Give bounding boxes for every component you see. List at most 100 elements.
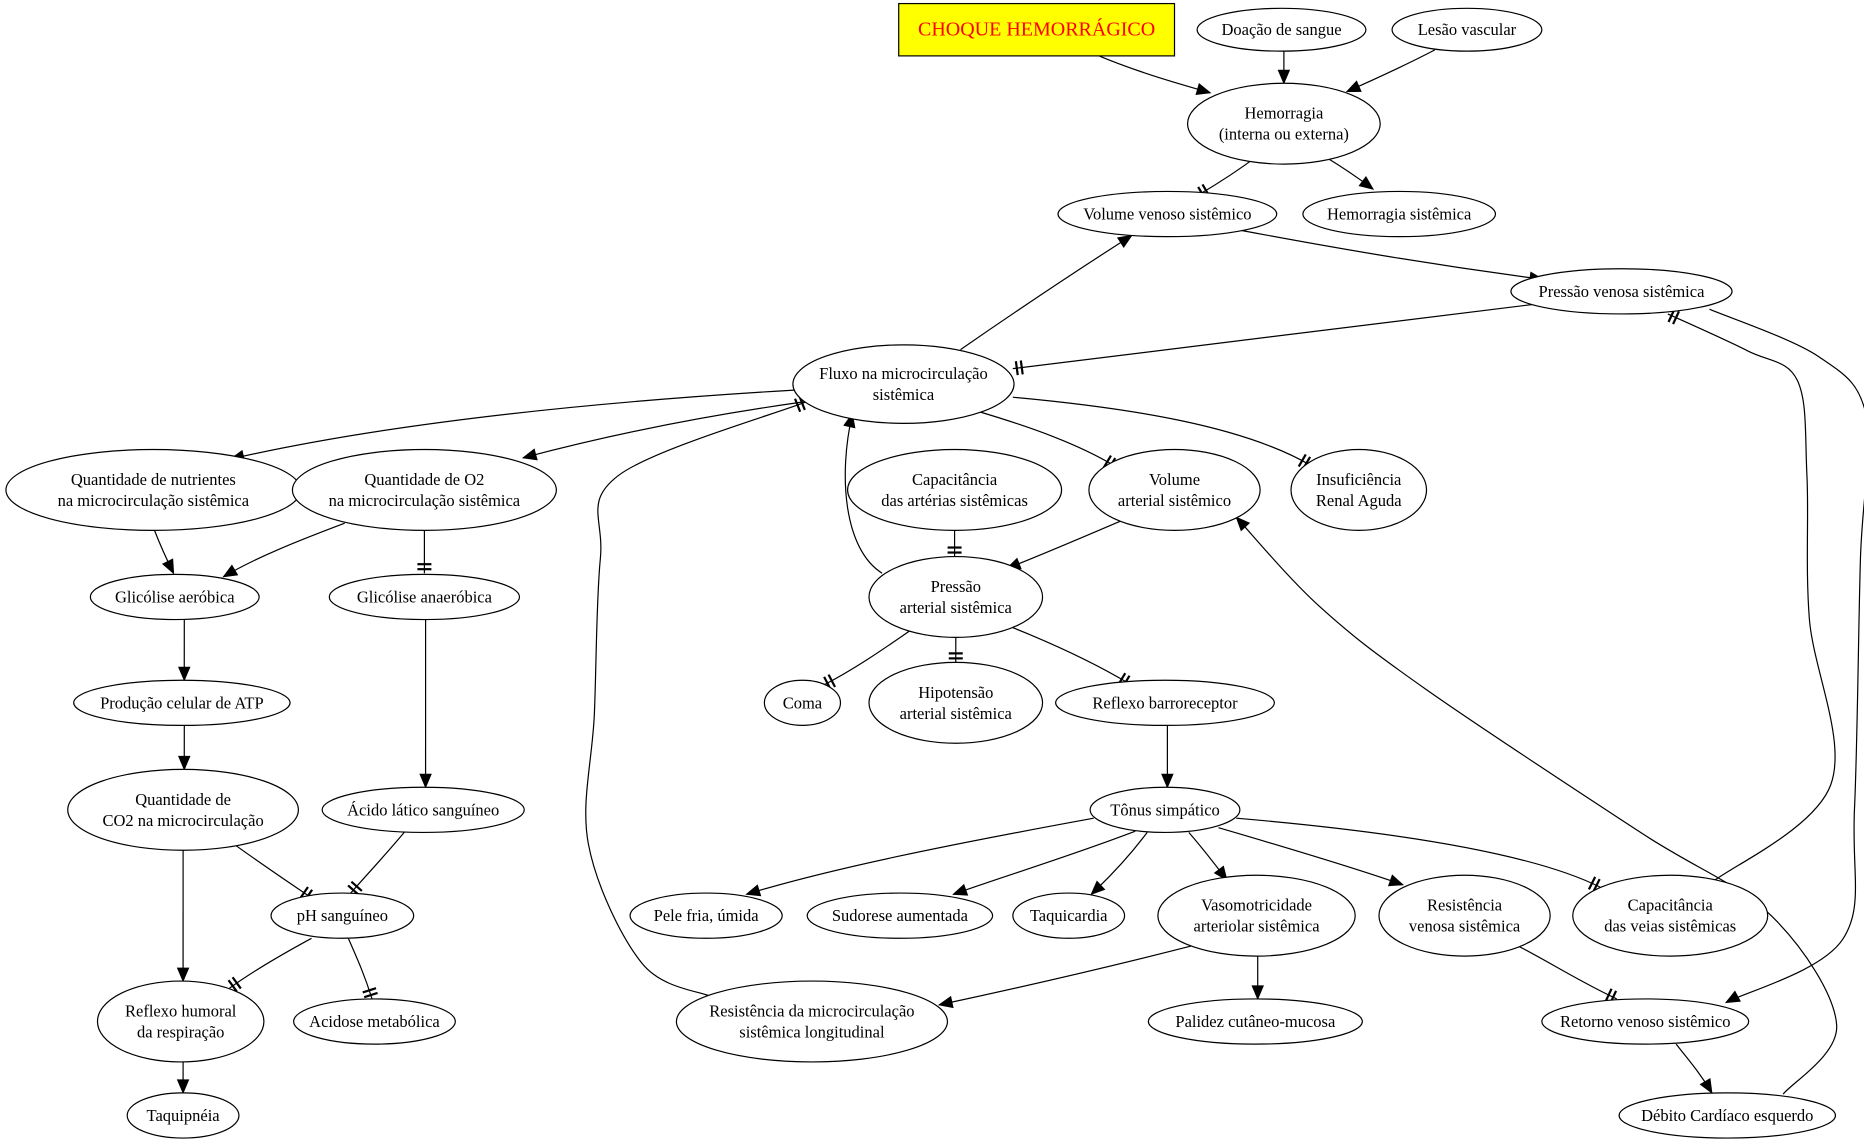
edge-res_venosa-to-retorno <box>1519 946 1618 1005</box>
edge-tonus-to-cap_veias <box>1236 817 1601 893</box>
edge-fluxo-to-o2 <box>521 401 804 461</box>
arrowhead-marker <box>1235 516 1251 532</box>
edge-cap_art-to-press_art <box>947 530 962 557</box>
node-ellipse <box>5 448 302 531</box>
node-label: Hipotensão <box>918 683 993 702</box>
edge-hemorragia-to-hem_sist <box>1325 156 1375 190</box>
node-label: Vasomotricidade <box>1201 896 1312 915</box>
edge-line <box>585 401 807 998</box>
node-label: Insuficiência <box>1316 470 1402 489</box>
node-label: arteriolar sistêmica <box>1194 917 1321 936</box>
edge-glic_anaer-to-lactico <box>419 619 432 789</box>
edge-nutrientes-to-glic_aer <box>153 530 175 575</box>
node-atp: Produção celular de ATP <box>73 679 291 727</box>
node-label: Glicólise aeróbica <box>115 587 235 606</box>
node-label: Pele fria, úmida <box>654 906 760 925</box>
inhibition-bar-marker <box>231 976 242 990</box>
arrowhead-marker <box>1213 865 1228 882</box>
inhibition-bar-marker <box>1604 988 1613 1002</box>
edge-line <box>1010 626 1130 685</box>
node-label: Volume <box>1149 470 1200 489</box>
node-label: venosa sistêmica <box>1409 917 1521 936</box>
edge-line <box>1236 228 1544 281</box>
node-label: Reflexo barroreceptor <box>1092 693 1238 712</box>
arrowhead-marker <box>176 967 190 983</box>
arrowhead-marker <box>178 755 191 771</box>
inhibition-bar-marker <box>362 987 377 994</box>
node-ph: pH sanguíneo <box>270 892 415 939</box>
node-hemorragia: Hemorragia(interna ou externa) <box>1186 82 1381 165</box>
node-lesao: Lesão vascular <box>1391 7 1543 52</box>
node-ellipse <box>67 768 299 851</box>
node-label: Resistência da microcirculação <box>709 1002 914 1021</box>
edge-line <box>953 830 1136 895</box>
arrowhead-marker <box>419 773 432 789</box>
edge-retorno-to-debito <box>1675 1043 1713 1094</box>
node-label: na microcirculação sistêmica <box>58 491 250 510</box>
node-label: Quantidade de nutrientes <box>71 470 236 489</box>
node-ellipse <box>270 892 415 939</box>
edge-line <box>1709 308 1864 1004</box>
arrowhead-marker <box>1699 1078 1713 1094</box>
node-ellipse <box>763 679 842 727</box>
node-vol-art: Volume arterial sistêmico <box>1088 448 1261 531</box>
arrowhead-marker <box>222 564 239 578</box>
inhibition-bar-marker <box>794 398 802 413</box>
node-acidose: Acidose metabólica <box>293 998 456 1045</box>
arrowhead-marker <box>521 448 538 461</box>
edge-lactico-to-ph <box>347 832 405 896</box>
node-ellipse <box>806 892 994 939</box>
edge-tonus-to-res_venosa <box>1218 827 1404 887</box>
node-taquipneia: Taquipnéia <box>126 1092 240 1139</box>
edge-barorreflexo-to-tonus <box>1161 725 1174 789</box>
arrowhead-marker <box>1724 990 1741 1004</box>
node-label: Renal Aguda <box>1316 491 1402 510</box>
node-label: Capacitância <box>912 470 998 489</box>
edge-press_venosa-to-retorno <box>1709 308 1864 1004</box>
node-label: Tônus simpático <box>1110 800 1220 819</box>
edge-line <box>1218 827 1403 886</box>
edge-press_art-to-barorreflexo <box>1010 626 1131 689</box>
edge-line <box>960 234 1133 351</box>
node-label: Quantidade de O2 <box>364 470 484 489</box>
node-ellipse <box>1618 1092 1837 1139</box>
edge-vasomotric-to-palidez <box>1251 956 1264 1001</box>
edge-cap_veias-to-press_venosa <box>1667 308 1836 883</box>
node-ellipse <box>1088 448 1261 531</box>
node-doacao: Doação de sangue <box>1196 7 1367 52</box>
node-ellipse <box>1302 190 1497 238</box>
node-label: Ácido lático sanguíneo <box>347 800 499 819</box>
inhibition-bar-marker <box>1587 876 1597 890</box>
inhibition-bar-marker <box>1019 360 1024 375</box>
node-label: arterial sistêmico <box>1118 491 1231 510</box>
inhibition-bar-marker <box>1672 310 1680 325</box>
edge-press_art-to-hipotensao <box>948 637 963 663</box>
arrowhead-marker <box>1195 83 1212 96</box>
edge-doacao-to-hemorragia <box>1277 51 1291 85</box>
arrowhead-marker <box>161 558 175 575</box>
edge-line <box>347 938 373 1000</box>
edge-ph-to-acidose <box>347 938 378 1000</box>
node-label: Retorno venoso sistêmico <box>1560 1012 1730 1031</box>
node-ellipse <box>868 661 1044 744</box>
edge-line <box>230 389 795 460</box>
edge-vol_venoso-to-press_venosa <box>1236 228 1545 284</box>
edge-o2-to-glic_anaer <box>417 530 432 574</box>
node-barorreflexo: Reflexo barroreceptor <box>1055 679 1275 727</box>
node-label: Lesão vascular <box>1418 20 1517 39</box>
node-sudorese: Sudorese aumentada <box>806 892 994 939</box>
arrowhead-marker <box>952 883 969 896</box>
inhibition-bar-marker <box>1297 453 1307 468</box>
edge-line <box>1346 49 1436 93</box>
node-ellipse <box>96 980 265 1063</box>
node-ellipse <box>1391 7 1543 52</box>
edge-ph-to-reflexo_humoral <box>227 937 312 993</box>
node-label: sistêmica longitudinal <box>739 1023 885 1042</box>
edge-vasomotric-to-res_micro <box>937 943 1199 1009</box>
